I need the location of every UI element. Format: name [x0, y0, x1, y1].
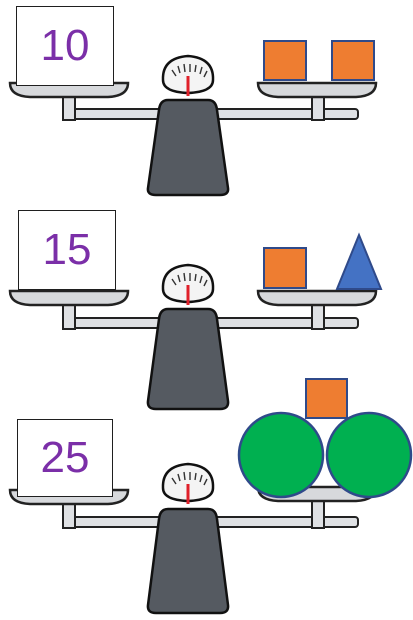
weight-value: 15 — [42, 225, 92, 274]
scale-1-drawing — [8, 40, 378, 197]
orange-square — [263, 40, 307, 81]
dial-ticks — [171, 272, 208, 287]
weight-value: 10 — [40, 21, 90, 70]
scale-dial — [161, 54, 215, 95]
weight-label-card: 10 — [16, 6, 114, 86]
weight-label-card: 25 — [17, 419, 113, 497]
balance-scale-2: 15 — [0, 205, 413, 415]
left-pan — [8, 81, 130, 99]
right-pan — [256, 289, 378, 307]
green-circle — [237, 411, 325, 499]
right-pan-support — [311, 500, 325, 529]
balance-scale-3: 25 — [0, 378, 413, 620]
balance-scale-1: 10 — [0, 0, 413, 205]
orange-square — [263, 247, 307, 289]
scale-body — [146, 307, 230, 411]
blue-triangle — [335, 232, 383, 290]
scale-body — [146, 507, 230, 615]
orange-square — [331, 40, 375, 81]
right-pan — [256, 81, 378, 99]
scale-2-drawing — [8, 232, 383, 411]
scale-body — [146, 98, 230, 197]
weight-label-card: 15 — [18, 210, 116, 290]
scale-3-drawing — [8, 378, 413, 615]
dial-ticks — [171, 63, 208, 78]
dial-ticks — [171, 471, 208, 486]
left-pan — [8, 289, 130, 307]
weight-value: 25 — [40, 433, 90, 482]
orange-square — [305, 378, 348, 419]
scale-dial — [161, 462, 215, 503]
green-circle — [325, 411, 413, 499]
scale-dial — [161, 263, 215, 304]
